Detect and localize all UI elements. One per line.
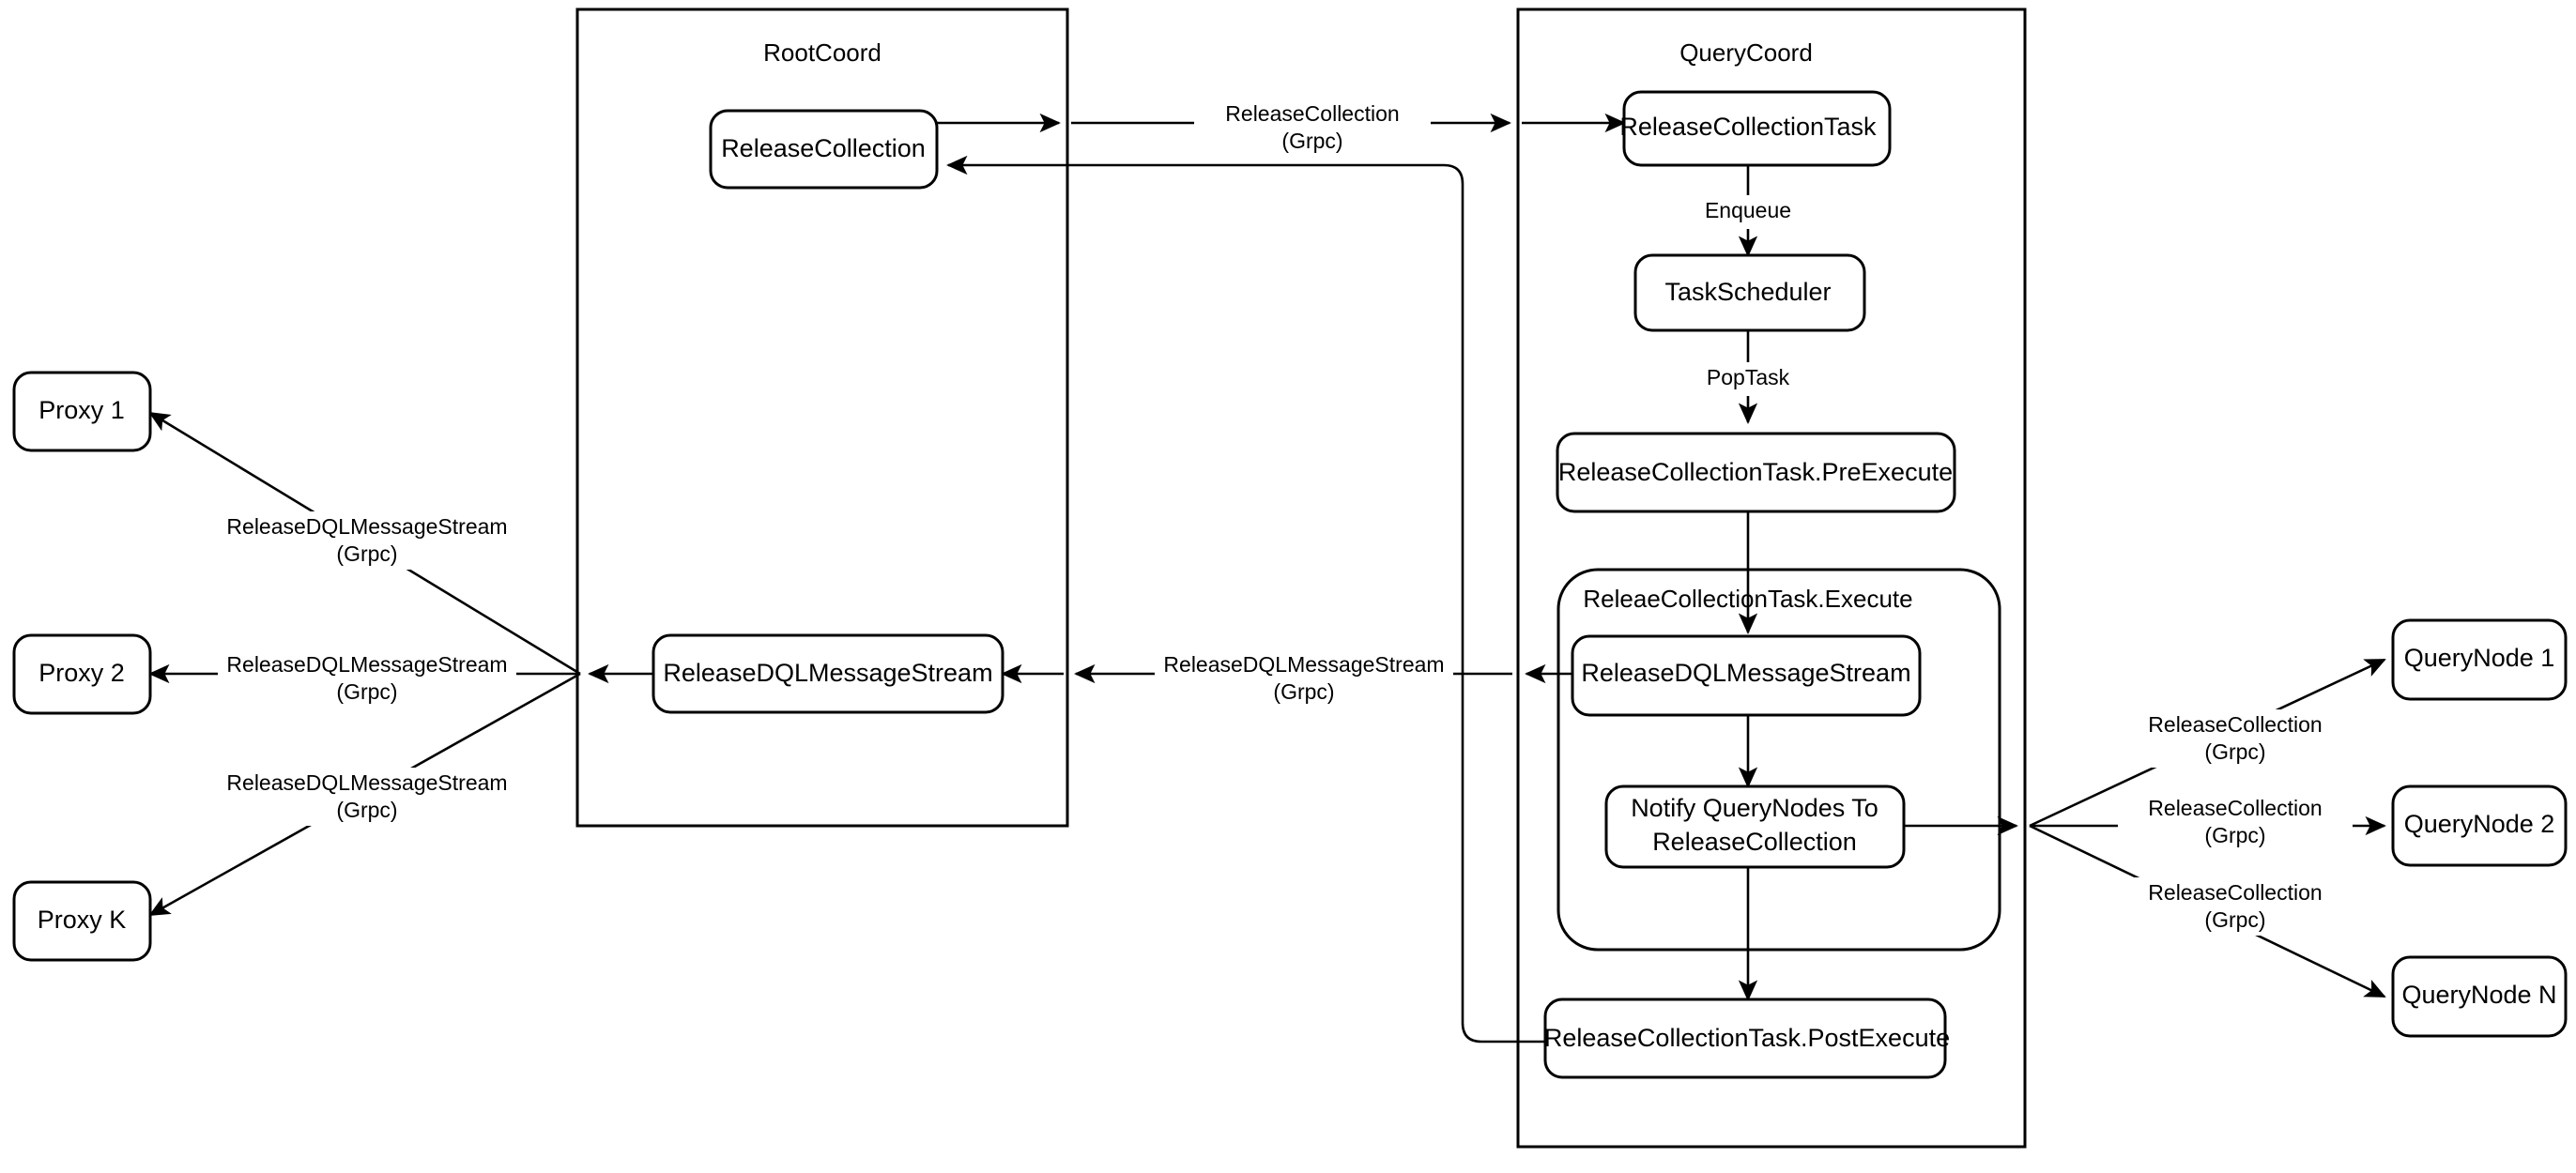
root-coord-title: RootCoord bbox=[763, 38, 882, 67]
node-label: ReleaseCollection bbox=[721, 134, 926, 162]
node-pre-execute[interactable]: ReleaseCollectionTask.PreExecute bbox=[1556, 432, 1956, 513]
label-line-1: ReleaseDQLMessageStream bbox=[226, 652, 507, 677]
label-text: PopTask bbox=[1707, 365, 1790, 389]
node-box[interactable] bbox=[2391, 785, 2568, 867]
execute-group-boundary bbox=[1556, 568, 2001, 952]
label-proxy-2-edge: ReleaseDQLMessageStream (Grpc) bbox=[218, 649, 516, 708]
label-querynode-2-edge: ReleaseCollection (Grpc) bbox=[2118, 793, 2353, 851]
node-label-line-1: Notify QueryNodes To bbox=[1631, 794, 1878, 822]
label-release-dql-grpc-middle: ReleaseDQLMessageStream (Grpc) bbox=[1155, 649, 1453, 708]
node-label: QueryNode N bbox=[2401, 981, 2556, 1009]
node-label: ReleaseCollectionTask bbox=[1619, 113, 1877, 141]
node-box[interactable] bbox=[12, 880, 152, 962]
node-proxy-1[interactable]: Proxy 1 bbox=[12, 371, 152, 452]
label-line-2: (Grpc) bbox=[1273, 679, 1334, 704]
label-proxy-1-edge: ReleaseDQLMessageStream (Grpc) bbox=[218, 511, 516, 570]
node-exec-release-dql-message-stream[interactable]: ReleaseDQLMessageStream bbox=[1571, 634, 1922, 717]
node-box[interactable] bbox=[1604, 785, 1906, 869]
label-pop-task: PopTask bbox=[1685, 362, 1812, 396]
edge-post-execute-return bbox=[946, 155, 1545, 1044]
node-box[interactable] bbox=[2391, 618, 2568, 701]
node-label-line-2: ReleaseCollection bbox=[1652, 828, 1857, 856]
node-querynode-1[interactable]: QueryNode 1 bbox=[2391, 618, 2568, 701]
node-box[interactable] bbox=[1622, 90, 1892, 167]
label-querynode-n-edge: ReleaseCollection (Grpc) bbox=[2118, 877, 2353, 936]
label-querynode-1-edge: ReleaseCollection (Grpc) bbox=[2118, 709, 2353, 768]
label-line-2: (Grpc) bbox=[336, 541, 397, 566]
label-line-1: ReleaseDQLMessageStream bbox=[1163, 652, 1444, 677]
label-line-2: (Grpc) bbox=[1281, 129, 1342, 153]
label-release-collection-grpc: ReleaseCollection (Grpc) bbox=[1194, 99, 1431, 157]
node-box[interactable] bbox=[12, 371, 152, 452]
node-notify-query-nodes[interactable]: Notify QueryNodes To ReleaseCollection bbox=[1604, 785, 1906, 869]
node-label: QueryNode 1 bbox=[2404, 644, 2555, 672]
node-post-execute[interactable]: ReleaseCollectionTask.PostExecute bbox=[1543, 998, 1950, 1079]
node-proxy-2[interactable]: Proxy 2 bbox=[12, 633, 152, 715]
node-box[interactable] bbox=[1543, 998, 1947, 1079]
label-text: Enqueue bbox=[1705, 198, 1791, 222]
label-line-1: ReleaseDQLMessageStream bbox=[226, 770, 507, 795]
node-querynode-2[interactable]: QueryNode 2 bbox=[2391, 785, 2568, 867]
node-box[interactable] bbox=[1571, 634, 1922, 717]
node-label: ReleaseDQLMessageStream bbox=[663, 659, 992, 687]
node-label: ReleaseCollectionTask.PostExecute bbox=[1544, 1024, 1950, 1052]
node-box[interactable] bbox=[2391, 955, 2568, 1038]
node-label: Proxy K bbox=[38, 906, 127, 934]
label-line-2: (Grpc) bbox=[336, 679, 397, 704]
node-root-release-dql-message-stream[interactable]: ReleaseDQLMessageStream bbox=[652, 633, 1004, 714]
node-root-release-collection[interactable]: ReleaseCollection bbox=[709, 109, 939, 190]
label-line-2: (Grpc) bbox=[2204, 823, 2265, 847]
node-box[interactable] bbox=[1633, 253, 1866, 332]
label-line-1: ReleaseDQLMessageStream bbox=[226, 514, 507, 539]
node-box[interactable] bbox=[709, 109, 939, 190]
label-proxy-k-edge: ReleaseDQLMessageStream (Grpc) bbox=[218, 768, 516, 826]
query-coord-title: QueryCoord bbox=[1679, 38, 1813, 67]
node-label: Proxy 1 bbox=[38, 396, 125, 424]
container-execute-group: ReleaeCollectionTask.Execute bbox=[1556, 568, 2001, 952]
node-label: ReleaseDQLMessageStream bbox=[1581, 659, 1910, 687]
node-label: Proxy 2 bbox=[38, 659, 125, 687]
label-line-1: ReleaseCollection bbox=[1225, 101, 1399, 126]
node-label: ReleaseCollectionTask.PreExecute bbox=[1558, 458, 1953, 486]
node-task-scheduler[interactable]: TaskScheduler bbox=[1633, 253, 1866, 332]
label-enqueue: Enqueue bbox=[1680, 195, 1817, 229]
label-line-2: (Grpc) bbox=[2204, 739, 2265, 764]
label-line-1: ReleaseCollection bbox=[2148, 796, 2322, 820]
node-label: QueryNode 2 bbox=[2404, 810, 2555, 838]
label-line-1: ReleaseCollection bbox=[2148, 880, 2322, 905]
node-box[interactable] bbox=[1556, 432, 1956, 513]
node-box[interactable] bbox=[652, 633, 1004, 714]
node-label: TaskScheduler bbox=[1664, 278, 1831, 306]
node-querynode-n[interactable]: QueryNode N bbox=[2391, 955, 2568, 1038]
label-line-2: (Grpc) bbox=[2204, 907, 2265, 932]
label-line-2: (Grpc) bbox=[336, 798, 397, 822]
node-proxy-k[interactable]: Proxy K bbox=[12, 880, 152, 962]
node-box[interactable] bbox=[12, 633, 152, 715]
label-line-1: ReleaseCollection bbox=[2148, 712, 2322, 737]
node-release-collection-task[interactable]: ReleaseCollectionTask bbox=[1619, 90, 1892, 167]
